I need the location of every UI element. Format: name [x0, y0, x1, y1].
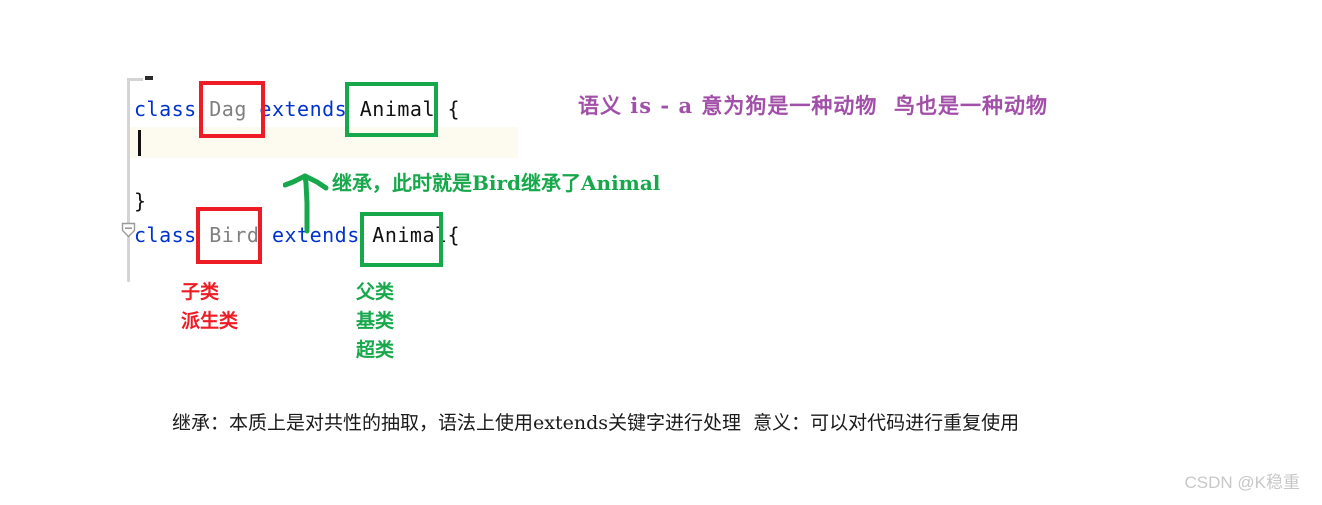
- bird-red-box: [196, 207, 262, 264]
- close-brace: }: [134, 189, 147, 213]
- open-brace: {: [435, 97, 461, 121]
- text-caret: [138, 130, 141, 156]
- keyword-class-2: class: [134, 223, 210, 247]
- gutter-tick-mark: [145, 76, 153, 80]
- inheritance-summary-note: 继承：本质上是对共性的抽取，语法上使用extends关键字进行处理 意义：可以对…: [172, 412, 1020, 434]
- superclass-label-2: 基类: [356, 310, 395, 332]
- keyword-class: class: [134, 97, 210, 121]
- csdn-watermark: CSDN @K稳重: [1184, 473, 1301, 492]
- superclass-label-1: 父类: [356, 281, 395, 303]
- code-editor-pane: class Dag extends Animal { } class Bird …: [118, 68, 538, 283]
- code-line-closing-brace[interactable]: }: [134, 189, 147, 213]
- subclass-label-group: 子类 派生类: [181, 278, 238, 336]
- code-line-class-dag[interactable]: class Dag extends Animal {: [134, 97, 460, 121]
- code-line-class-bird[interactable]: class Bird extends Animal{: [134, 223, 460, 247]
- code-fold-toggle-icon[interactable]: [121, 222, 136, 238]
- current-line-highlight: [130, 127, 518, 158]
- parent-class-animal-2: Animal: [372, 223, 448, 247]
- parent-class-animal: Animal: [359, 97, 435, 121]
- semantics-annotation: 语义 is - a 意为狗是一种动物 鸟也是一种动物: [578, 93, 1048, 118]
- superclass-label-3: 超类: [356, 339, 395, 361]
- keyword-extends-2: extends: [259, 223, 373, 247]
- animal2-green-box: [360, 212, 443, 267]
- superclass-label-group: 父类 基类 超类: [356, 278, 394, 365]
- inheritance-annotation: 继承，此时就是Bird继承了Animal: [332, 171, 661, 195]
- animal-green-box: [345, 82, 438, 137]
- gutter-indent-guide: [127, 80, 130, 282]
- inheritance-arrow-icon: [283, 163, 343, 235]
- open-brace-2: {: [447, 223, 461, 247]
- gutter-top-bracket: [127, 78, 143, 81]
- class-name-dag: Dag: [209, 97, 247, 121]
- subclass-label-2: 派生类: [181, 310, 239, 332]
- dag-red-box: [199, 81, 265, 138]
- subclass-label-1: 子类: [181, 281, 220, 303]
- class-name-bird: Bird: [209, 223, 260, 247]
- keyword-extends: extends: [246, 97, 360, 121]
